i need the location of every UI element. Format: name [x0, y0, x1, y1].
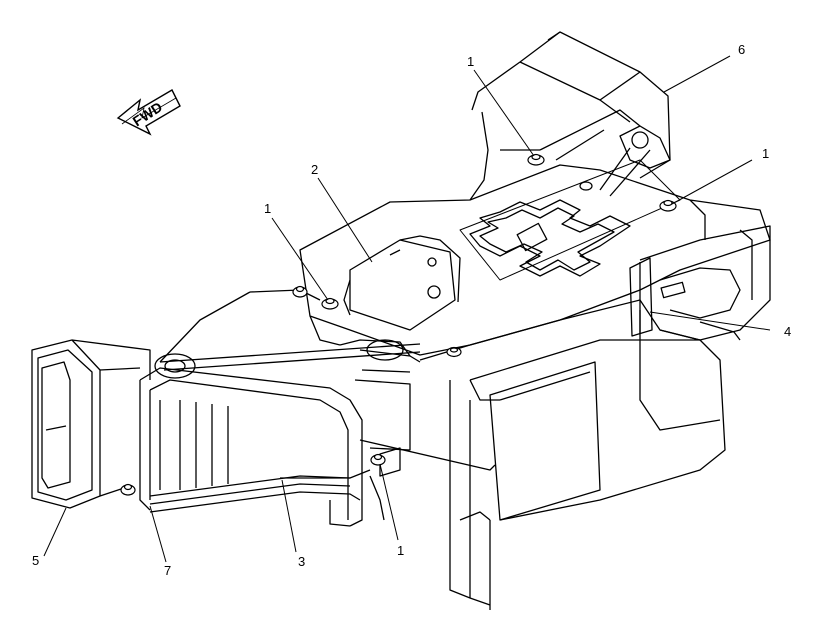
leader-1-left	[271, 217, 329, 301]
fwd-arrow: FWD	[116, 89, 181, 136]
callout-1-bottom: 1	[397, 543, 404, 558]
leader-6	[663, 55, 731, 93]
leader-3	[281, 479, 297, 553]
fastener-right	[659, 199, 677, 212]
fastener-left-b	[321, 297, 339, 310]
leader-7	[149, 505, 167, 563]
leader-2	[317, 177, 373, 263]
leader-1-top	[473, 69, 535, 157]
fastener-duct	[120, 483, 136, 496]
callout-1-top: 1	[467, 54, 474, 69]
fastener-center	[446, 346, 462, 358]
fastener-top-lever	[579, 181, 593, 191]
leader-1-right	[671, 159, 753, 205]
leader-5	[43, 507, 67, 557]
callout-2: 2	[311, 162, 318, 177]
fasteners	[120, 153, 677, 496]
heater-housing	[31, 31, 771, 610]
leader-4	[649, 311, 771, 331]
callout-3: 3	[298, 554, 305, 569]
fastener-bottom	[370, 453, 386, 466]
callout-1-left: 1	[264, 201, 271, 216]
callout-4: 4	[784, 324, 791, 339]
callout-5: 5	[32, 553, 39, 568]
callout-1-right: 1	[762, 146, 769, 161]
callout-7: 7	[164, 563, 171, 578]
callout-6: 6	[738, 42, 745, 57]
leader-lines	[43, 55, 771, 563]
fastener-left-a	[292, 285, 308, 298]
callout-labels: 1 1 1 1 2 3 4 5 6 7	[32, 42, 791, 578]
leader-1-bottom	[379, 463, 399, 541]
fastener-top	[527, 153, 545, 166]
